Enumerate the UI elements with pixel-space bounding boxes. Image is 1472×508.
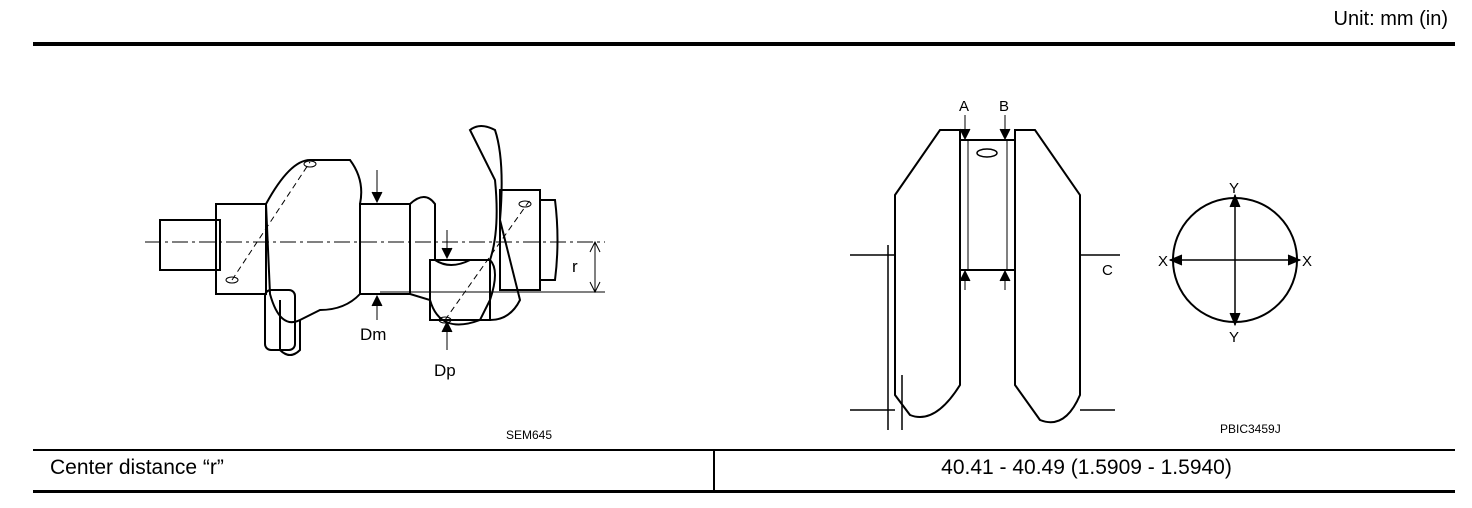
- y-top-label: Y: [1229, 180, 1239, 197]
- table-column-divider: [713, 450, 715, 491]
- journal-measurement-diagram: A B C X X Y Y: [850, 98, 1312, 430]
- x-right-label: X: [1302, 253, 1312, 270]
- dp-label: Dp: [434, 361, 456, 380]
- table-row-value: 40.41 - 40.49 (1.5909 - 1.5940): [941, 456, 1232, 479]
- table-bottom-rule: [33, 490, 1455, 493]
- a-label: A: [959, 98, 969, 115]
- table-top-rule: [33, 449, 1455, 451]
- c-label: C: [1102, 262, 1113, 279]
- r-label: r: [572, 257, 578, 276]
- left-figure-id: SEM645: [506, 428, 553, 442]
- crankshaft-diagram: Dm Dp r: [145, 125, 605, 380]
- unit-label: Unit: mm (in): [1333, 8, 1448, 30]
- y-bottom-label: Y: [1229, 329, 1239, 346]
- top-rule: [33, 42, 1455, 46]
- x-left-label: X: [1158, 253, 1168, 270]
- dm-label: Dm: [360, 325, 386, 344]
- b-label: B: [999, 98, 1009, 115]
- right-figure-id: PBIC3459J: [1220, 422, 1281, 436]
- table-row-label: Center distance “r”: [50, 456, 224, 479]
